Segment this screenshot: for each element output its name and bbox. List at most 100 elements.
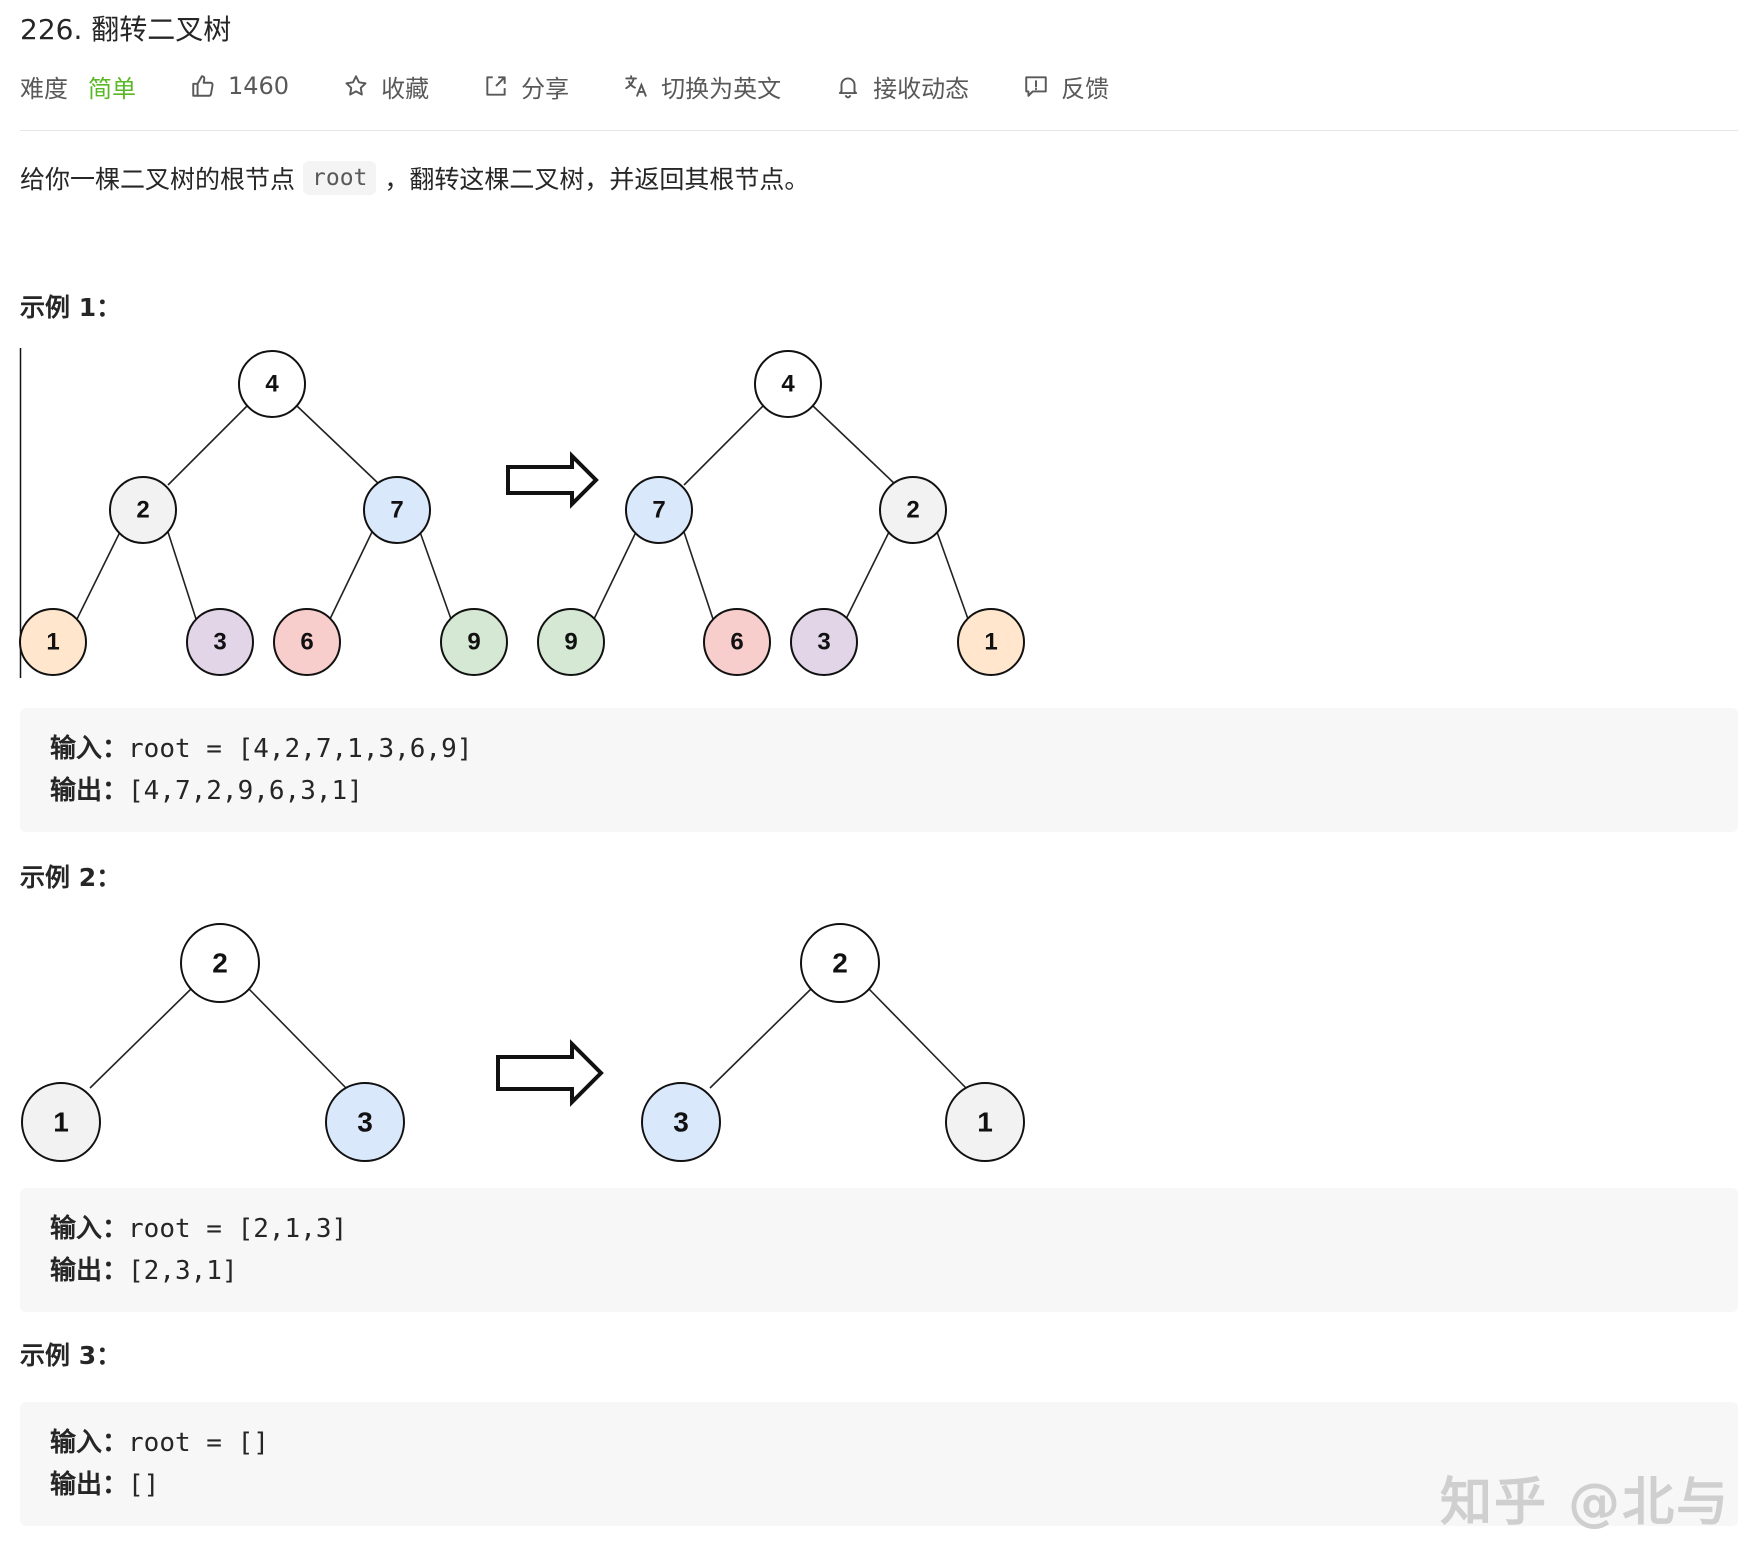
bell-icon xyxy=(838,77,858,99)
tree-node-label: 2 xyxy=(212,948,228,979)
tree-node-circle xyxy=(703,608,771,676)
example-1-node-10: 9 xyxy=(537,608,605,676)
tree-node-circle xyxy=(363,476,431,544)
difficulty-label: 难度 xyxy=(20,74,68,103)
example-1-node-0: 4 xyxy=(238,350,306,418)
example-2-code-block: 输入：root = [2,1,3] 输出：[2,3,1] xyxy=(20,1188,1738,1312)
tree-node-circle xyxy=(186,608,254,676)
like-count: 1460 xyxy=(228,72,290,100)
output-value: [2,3,1] xyxy=(128,1256,238,1286)
tree-node-label: 3 xyxy=(213,629,226,656)
example-2-node-4: 3 xyxy=(641,1082,721,1162)
tree-node-circle xyxy=(879,476,947,544)
tree-node-circle xyxy=(800,923,880,1003)
output-label: 输出： xyxy=(50,776,129,806)
watermark: 知乎 @北与 xyxy=(1440,1473,1731,1533)
tree-node-circle xyxy=(273,608,341,676)
example-1-node-13: 1 xyxy=(957,608,1025,676)
example-1-title: 示例 1： xyxy=(20,293,122,322)
input-value: root = [] xyxy=(128,1428,269,1458)
problem-description: 给你一棵二叉树的根节点 root ，翻转这棵二叉树，并返回其根节点。 xyxy=(20,160,809,196)
tree-node-label: 3 xyxy=(673,1107,689,1138)
example-3-input-line: 输入：root = [] xyxy=(50,1422,269,1459)
favorite-button[interactable]: 收藏 xyxy=(343,69,429,104)
example-1-node-4: 3 xyxy=(186,608,254,676)
description-text-after: ，翻转这棵二叉树，并返回其根节点。 xyxy=(384,165,810,194)
share-button[interactable]: 分享 xyxy=(483,69,569,104)
input-label: 输入： xyxy=(50,1214,129,1244)
tree-node-label: 2 xyxy=(136,497,149,524)
example-1-node-12: 3 xyxy=(790,608,858,676)
example-1-node-3: 1 xyxy=(19,608,87,676)
star-icon xyxy=(345,75,367,96)
difficulty-value: 简单 xyxy=(88,74,136,103)
tree-node-label: 1 xyxy=(984,629,997,656)
example-2-node-3: 2 xyxy=(800,923,880,1003)
subscribe-label: 接收动态 xyxy=(873,74,970,103)
switch-language-label: 切换为英文 xyxy=(661,74,782,103)
example-2-node-5: 1 xyxy=(945,1082,1025,1162)
tree-node-circle xyxy=(641,1082,721,1162)
example-2-node-2: 3 xyxy=(325,1082,405,1162)
example-1-node-6: 9 xyxy=(440,608,508,676)
output-label: 输出： xyxy=(50,1470,129,1500)
feedback-icon xyxy=(1025,76,1047,97)
example-1-node-1: 2 xyxy=(109,476,177,544)
share-icon xyxy=(486,76,506,96)
example-1-node-8: 7 xyxy=(625,476,693,544)
tree-node-label: 4 xyxy=(781,371,795,398)
switch-language-button[interactable]: 切换为英文 xyxy=(623,69,781,104)
tree-node-circle xyxy=(957,608,1025,676)
problem-toolbar: 难度 简单 1460 收藏 分享 xyxy=(20,66,1163,106)
tree-node-label: 9 xyxy=(564,629,577,656)
like-button[interactable]: 1460 xyxy=(190,72,289,100)
tree-node-label: 6 xyxy=(300,629,313,656)
example-2-node-1: 1 xyxy=(21,1082,101,1162)
feedback-label: 反馈 xyxy=(1061,74,1110,103)
example-1-code-block: 输入：root = [4,2,7,1,3,6,9] 输出：[4,7,2,9,6,… xyxy=(20,708,1738,832)
tree-node-label: 2 xyxy=(832,948,848,979)
input-value: root = [4,2,7,1,3,6,9] xyxy=(128,734,473,764)
input-label: 输入： xyxy=(50,734,129,764)
tree-node-label: 7 xyxy=(652,497,665,524)
tree-node-label: 4 xyxy=(265,371,279,398)
example-1-node-9: 2 xyxy=(879,476,947,544)
problem-title: 226. 翻转二叉树 xyxy=(20,13,232,46)
example-3-code-block: 输入：root = [] 输出：[] xyxy=(20,1402,1738,1526)
output-value: [4,7,2,9,6,3,1] xyxy=(128,776,363,806)
output-label: 输出： xyxy=(50,1256,129,1286)
favorite-label: 收藏 xyxy=(381,74,430,103)
header-divider xyxy=(20,130,1738,131)
tree-node-circle xyxy=(790,608,858,676)
example-3-output-line: 输出：[] xyxy=(50,1464,159,1501)
tree-node-label: 9 xyxy=(467,629,480,656)
tree-node-circle xyxy=(625,476,693,544)
subscribe-button[interactable]: 接收动态 xyxy=(835,69,969,104)
share-label: 分享 xyxy=(521,74,570,103)
example-1-node-2: 7 xyxy=(363,476,431,544)
right-arrow-icon xyxy=(496,1039,604,1107)
example-1-node-11: 6 xyxy=(703,608,771,676)
tree-node-label: 1 xyxy=(46,629,59,656)
feedback-button[interactable]: 反馈 xyxy=(1023,69,1109,104)
input-value: root = [2,1,3] xyxy=(128,1214,348,1244)
description-inline-code: root xyxy=(303,161,377,195)
example-1-input-line: 输入：root = [4,2,7,1,3,6,9] xyxy=(50,728,472,765)
tree-node-circle xyxy=(440,608,508,676)
tree-node-label: 7 xyxy=(390,497,403,524)
tree-node-circle xyxy=(109,476,177,544)
output-value: [] xyxy=(128,1470,160,1500)
example-2-input-line: 输入：root = [2,1,3] xyxy=(50,1208,347,1245)
example-1-output-line: 输出：[4,7,2,9,6,3,1] xyxy=(50,770,363,807)
right-arrow-icon xyxy=(506,451,599,509)
tree-node-circle xyxy=(21,1082,101,1162)
tree-node-circle xyxy=(537,608,605,676)
tree-node-label: 1 xyxy=(53,1107,69,1138)
tree-node-circle xyxy=(19,608,87,676)
example-2-node-0: 2 xyxy=(180,923,260,1003)
description-text-before: 给你一棵二叉树的根节点 xyxy=(20,165,296,194)
input-label: 输入： xyxy=(50,1428,129,1458)
example-2-tree-diagram: 2 1 3 2 3 1 xyxy=(21,923,1025,1162)
